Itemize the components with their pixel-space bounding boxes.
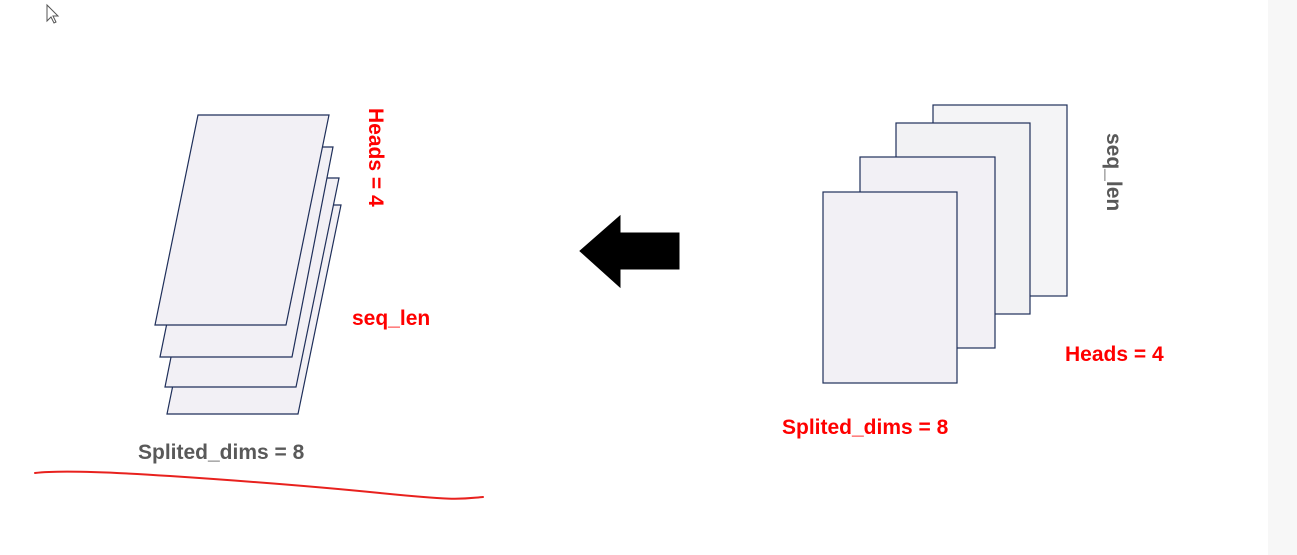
left-seq-len-label: seq_len [352,307,430,330]
right-splited-dims-label: Splited_dims = 8 [782,416,949,439]
right-edge-strip [1268,0,1297,555]
right-sheet-1 [822,191,958,384]
right-sheet-stack [822,104,1068,384]
mouse-cursor-icon [46,3,60,24]
red-underline-stroke [34,470,484,500]
left-sheet-1 [154,114,330,326]
right-seq-len-label: seq_len [1102,133,1125,211]
left-arrow-icon [579,214,680,289]
left-sheet-stack [154,114,342,415]
right-heads-label: Heads = 4 [1065,343,1164,366]
left-heads-label: Heads = 4 [364,108,387,207]
left-splited-dims-label: Splited_dims = 8 [138,441,305,464]
